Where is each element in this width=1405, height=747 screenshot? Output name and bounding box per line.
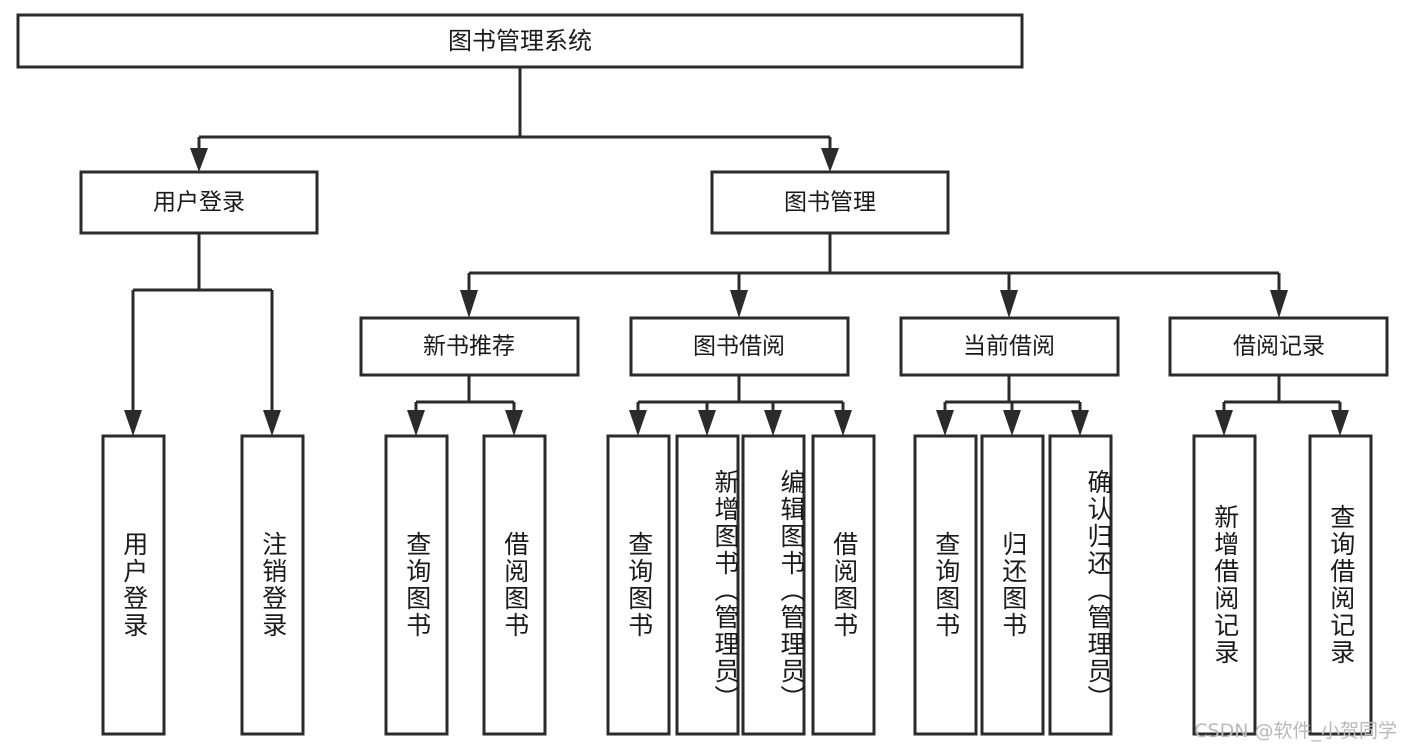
node-new-book-recommend[interactable]: 新书推荐 (359, 316, 580, 377)
node-book-manage[interactable]: 图书管理 (710, 170, 950, 235)
arrow-to-leaf-add-record (1215, 410, 1233, 436)
arrow-to-leaf-add-book (698, 410, 716, 436)
node-label-root: 图书管理系统 (448, 27, 592, 55)
node-label-new-book-recommend: 新书推荐 (423, 334, 515, 360)
connector-new-book-recommend-bus (414, 375, 516, 412)
leaf-box-borrow-book-1[interactable] (482, 434, 547, 736)
arrow-to-leaf-query-book-2 (629, 410, 647, 436)
arrow-to-leaf-query-book-1 (407, 410, 425, 436)
node-book-borrow[interactable]: 图书借阅 (629, 316, 850, 377)
connector-book-borrow-bus (636, 375, 845, 412)
node-box-root[interactable] (16, 13, 1024, 69)
node-box-current-borrow[interactable] (899, 316, 1120, 377)
arrow-to-leaf-confirm-return (1071, 410, 1089, 436)
arrow-to-leaf-return-book (1003, 410, 1021, 436)
arrow-to-new-book-recommend (460, 290, 478, 318)
leaf-box-add-book[interactable] (675, 434, 740, 736)
arrow-to-user-login (190, 148, 208, 172)
arrow-to-leaf-edit-book (764, 410, 782, 436)
node-root-system[interactable]: 图书管理系统 (16, 13, 1024, 69)
leaf-box-return-book[interactable] (980, 434, 1045, 736)
node-box-book-borrow[interactable] (629, 316, 850, 377)
node-box-user-login[interactable] (79, 170, 319, 235)
arrow-to-borrow-record (1270, 290, 1288, 318)
connector-book-manage-bus (467, 233, 1281, 290)
node-box-book-manage[interactable] (710, 170, 950, 235)
arrow-to-leaf-borrow-book-2 (834, 410, 852, 436)
connector-user-login-bus (131, 233, 274, 410)
connector-current-borrow-bus (943, 375, 1082, 412)
connector-root-bus (197, 67, 832, 155)
arrow-to-book-manage (821, 148, 839, 172)
node-user-login[interactable]: 用户登录 (79, 170, 319, 235)
node-box-borrow-record[interactable] (1168, 316, 1389, 377)
leaf-box-logout[interactable] (240, 434, 305, 736)
leaf-box-query-book-1[interactable] (384, 434, 449, 736)
node-borrow-record[interactable]: 借阅记录 (1168, 316, 1389, 377)
leaf-box-confirm-return[interactable] (1048, 434, 1113, 736)
leaf-box-user-login[interactable] (101, 434, 166, 736)
node-label-current-borrow: 当前借阅 (963, 334, 1055, 360)
leaf-box-borrow-book-2[interactable] (811, 434, 876, 736)
arrow-to-book-borrow (730, 290, 748, 318)
csdn-watermark: CSDN @软件_小贺同学 (1194, 720, 1397, 742)
leaf-box-query-book-2[interactable] (606, 434, 671, 736)
connector-borrow-record-bus (1222, 375, 1342, 412)
arrow-to-leaf-query-book-3 (936, 410, 954, 436)
arrow-to-leaf-borrow-book-1 (505, 410, 523, 436)
node-box-new-book-recommend[interactable] (359, 316, 580, 377)
arrow-to-leaf-user-login (124, 410, 142, 436)
arrow-to-leaf-query-record (1331, 410, 1349, 436)
arrow-to-leaf-logout (263, 410, 281, 436)
leaf-box-edit-book[interactable] (741, 434, 806, 736)
leaf-box-query-record[interactable] (1308, 434, 1373, 736)
node-label-borrow-record: 借阅记录 (1233, 334, 1325, 360)
node-label-book-manage: 图书管理 (784, 190, 876, 216)
node-current-borrow[interactable]: 当前借阅 (899, 316, 1120, 377)
node-label-book-borrow: 图书借阅 (693, 334, 785, 360)
arrow-to-current-borrow (1000, 290, 1018, 318)
node-label-user-login: 用户登录 (153, 190, 245, 216)
leaf-box-add-record[interactable] (1192, 434, 1257, 736)
connector-layer (124, 67, 1349, 436)
leaf-box-query-book-3[interactable] (913, 434, 978, 736)
